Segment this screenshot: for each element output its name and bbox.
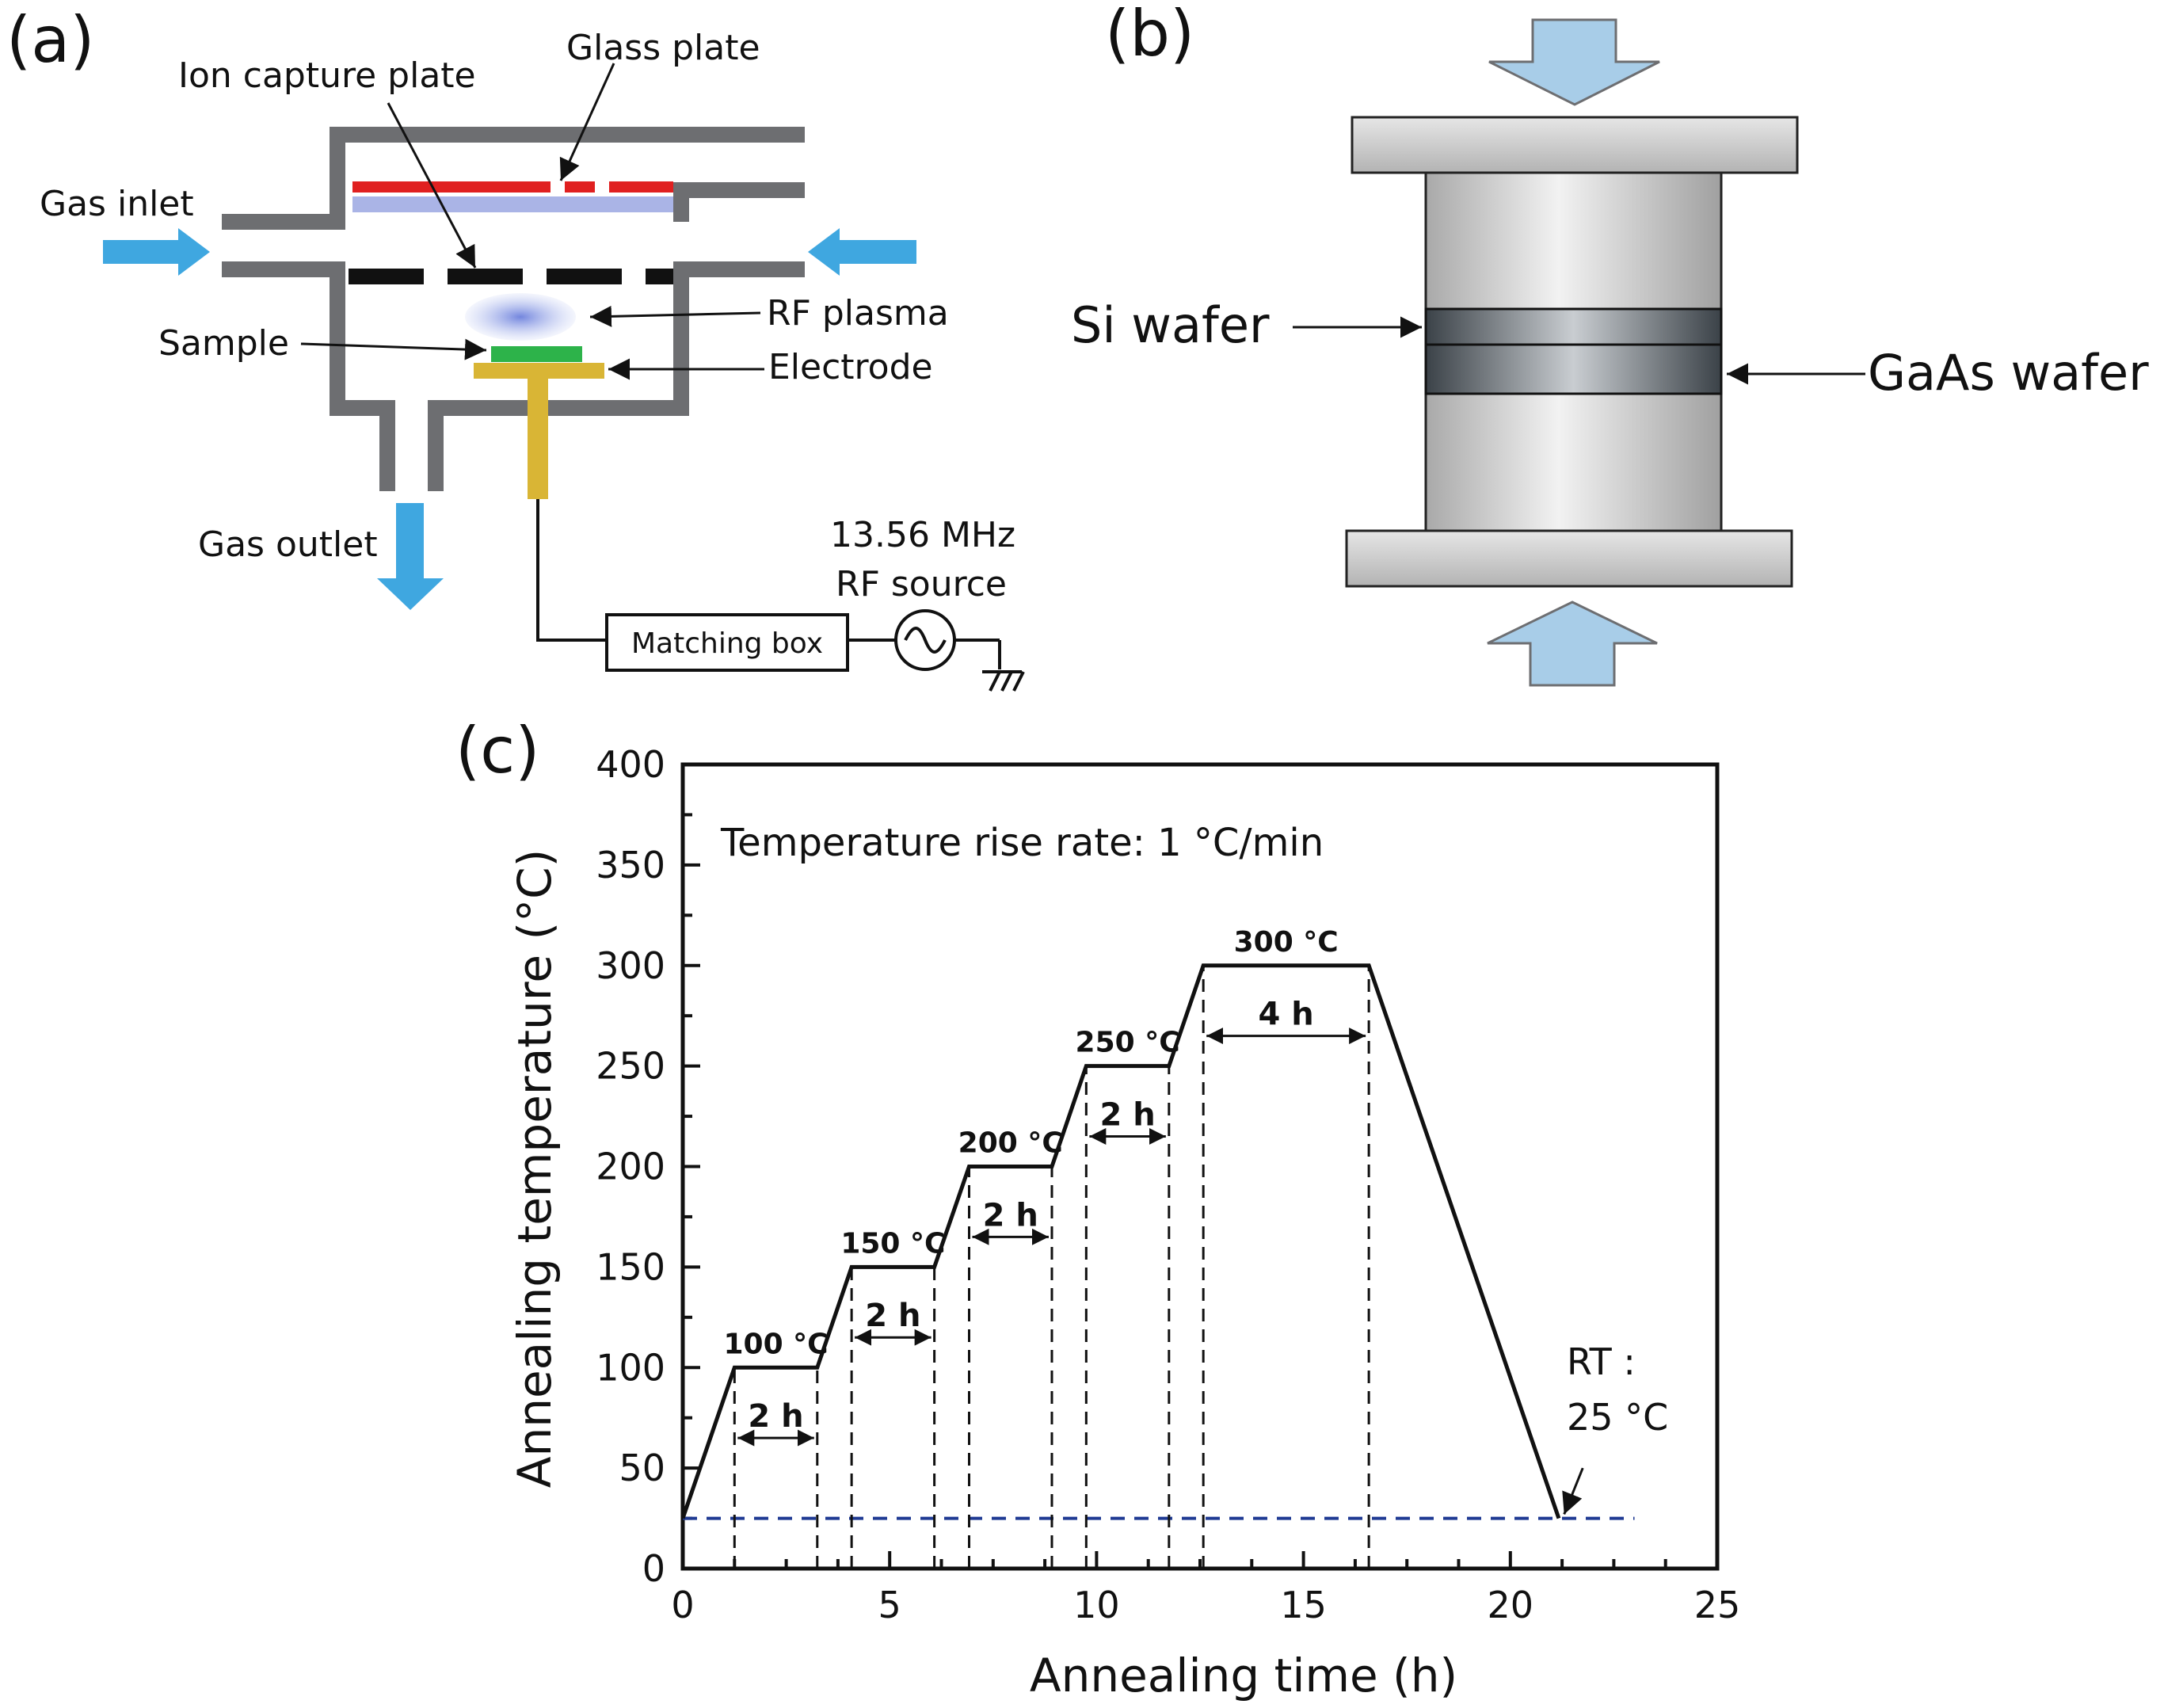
x-tick-label: 25 <box>1694 1584 1741 1626</box>
rf-plasma-glow <box>465 293 576 341</box>
y-tick-label: 400 <box>596 743 665 786</box>
gas-inlet-arrow-right <box>808 228 916 276</box>
y-tick-label: 250 <box>596 1045 665 1088</box>
step-temperature-label: 150 °C <box>840 1227 945 1260</box>
panel-a-leaders <box>300 63 764 380</box>
y-tick-label: 300 <box>596 944 665 987</box>
plot-frame <box>680 762 1720 1571</box>
press-arrow-up <box>1487 600 1658 687</box>
duration-label: 2 h <box>748 1398 803 1435</box>
x-tick-label: 20 <box>1488 1584 1534 1626</box>
gas-inlet-label: Gas inlet <box>40 184 194 224</box>
duration-label: 2 h <box>1099 1096 1155 1133</box>
panel-b: (b) Si wafer GaAs wafer <box>1071 0 2149 687</box>
gaas-wafer-label: GaAs wafer <box>1868 344 2149 402</box>
sine-wave-icon <box>904 627 947 654</box>
si-wafer-label: Si wafer <box>1071 296 1270 354</box>
step-temperature-label: 250 °C <box>1076 1027 1180 1059</box>
duration-label: 2 h <box>983 1197 1038 1233</box>
matching-box-label: Matching box <box>631 627 823 660</box>
y-tick-label: 200 <box>596 1146 665 1188</box>
x-tick-label: 15 <box>1280 1584 1327 1626</box>
y-tick-label: 0 <box>642 1547 665 1590</box>
glass-plate-label: Glass plate <box>566 28 760 68</box>
y-tick-label: 50 <box>619 1447 665 1489</box>
gas-inlet-arrow-left <box>103 228 210 276</box>
panel-c-label: (c) <box>455 714 539 787</box>
step-temperature-label: 100 °C <box>723 1328 828 1360</box>
y-tick-label: 350 <box>596 844 665 886</box>
ion-capture-plate-label: Ion capture plate <box>178 55 476 96</box>
gaas-wafer <box>1424 343 1723 395</box>
x-axis-title: Annealing time (h) <box>1030 1649 1457 1702</box>
rf-circuit <box>536 499 1025 692</box>
rt-label-line1: RT : <box>1567 1340 1636 1383</box>
duration-label: 4 h <box>1259 997 1314 1033</box>
sample <box>491 346 582 362</box>
rt-leader-arrow <box>1562 1467 1584 1515</box>
electrode-label: Electrode <box>768 347 933 387</box>
step-temperature-label: 200 °C <box>958 1127 1063 1160</box>
gas-outlet-arrow <box>377 503 444 610</box>
electrode-stem <box>528 379 548 499</box>
matching-box <box>605 613 849 672</box>
x-tick-label: 10 <box>1073 1584 1120 1626</box>
electrode <box>474 363 604 379</box>
y-tick-label: 150 <box>596 1245 665 1288</box>
panel-a: (a) <box>6 3 1025 692</box>
y-tick-label: 100 <box>596 1346 665 1389</box>
x-tick-label: 0 <box>671 1584 694 1626</box>
gas-outlet-label: Gas outlet <box>198 524 378 565</box>
rt-label-line2: 25 °C <box>1567 1396 1668 1439</box>
rf-freq-label: 13.56 MHz <box>830 515 1015 555</box>
panel-a-label: (a) <box>6 3 94 77</box>
rf-plasma-label: RF plasma <box>767 293 949 334</box>
glass-plate <box>352 181 673 212</box>
y-axis-title: Annealing temperature (°C) <box>508 849 562 1488</box>
press-arrow-down <box>1488 18 1660 106</box>
rf-source-label: RF source <box>836 564 1007 604</box>
temperature-profile-line <box>680 963 1561 1519</box>
panel-b-label: (b) <box>1105 0 1194 71</box>
top-plate <box>1351 116 1799 174</box>
plasma-chamber <box>222 127 805 491</box>
step-temperature-label: 300 °C <box>1234 926 1339 959</box>
si-wafer <box>1424 307 1723 346</box>
x-tick-label: 5 <box>878 1584 901 1626</box>
duration-label: 2 h <box>865 1298 920 1334</box>
bottom-plate <box>1345 529 1793 588</box>
sample-label: Sample <box>158 323 289 364</box>
rise-rate-annotation: Temperature rise rate: 1 °C/min <box>720 821 1324 865</box>
